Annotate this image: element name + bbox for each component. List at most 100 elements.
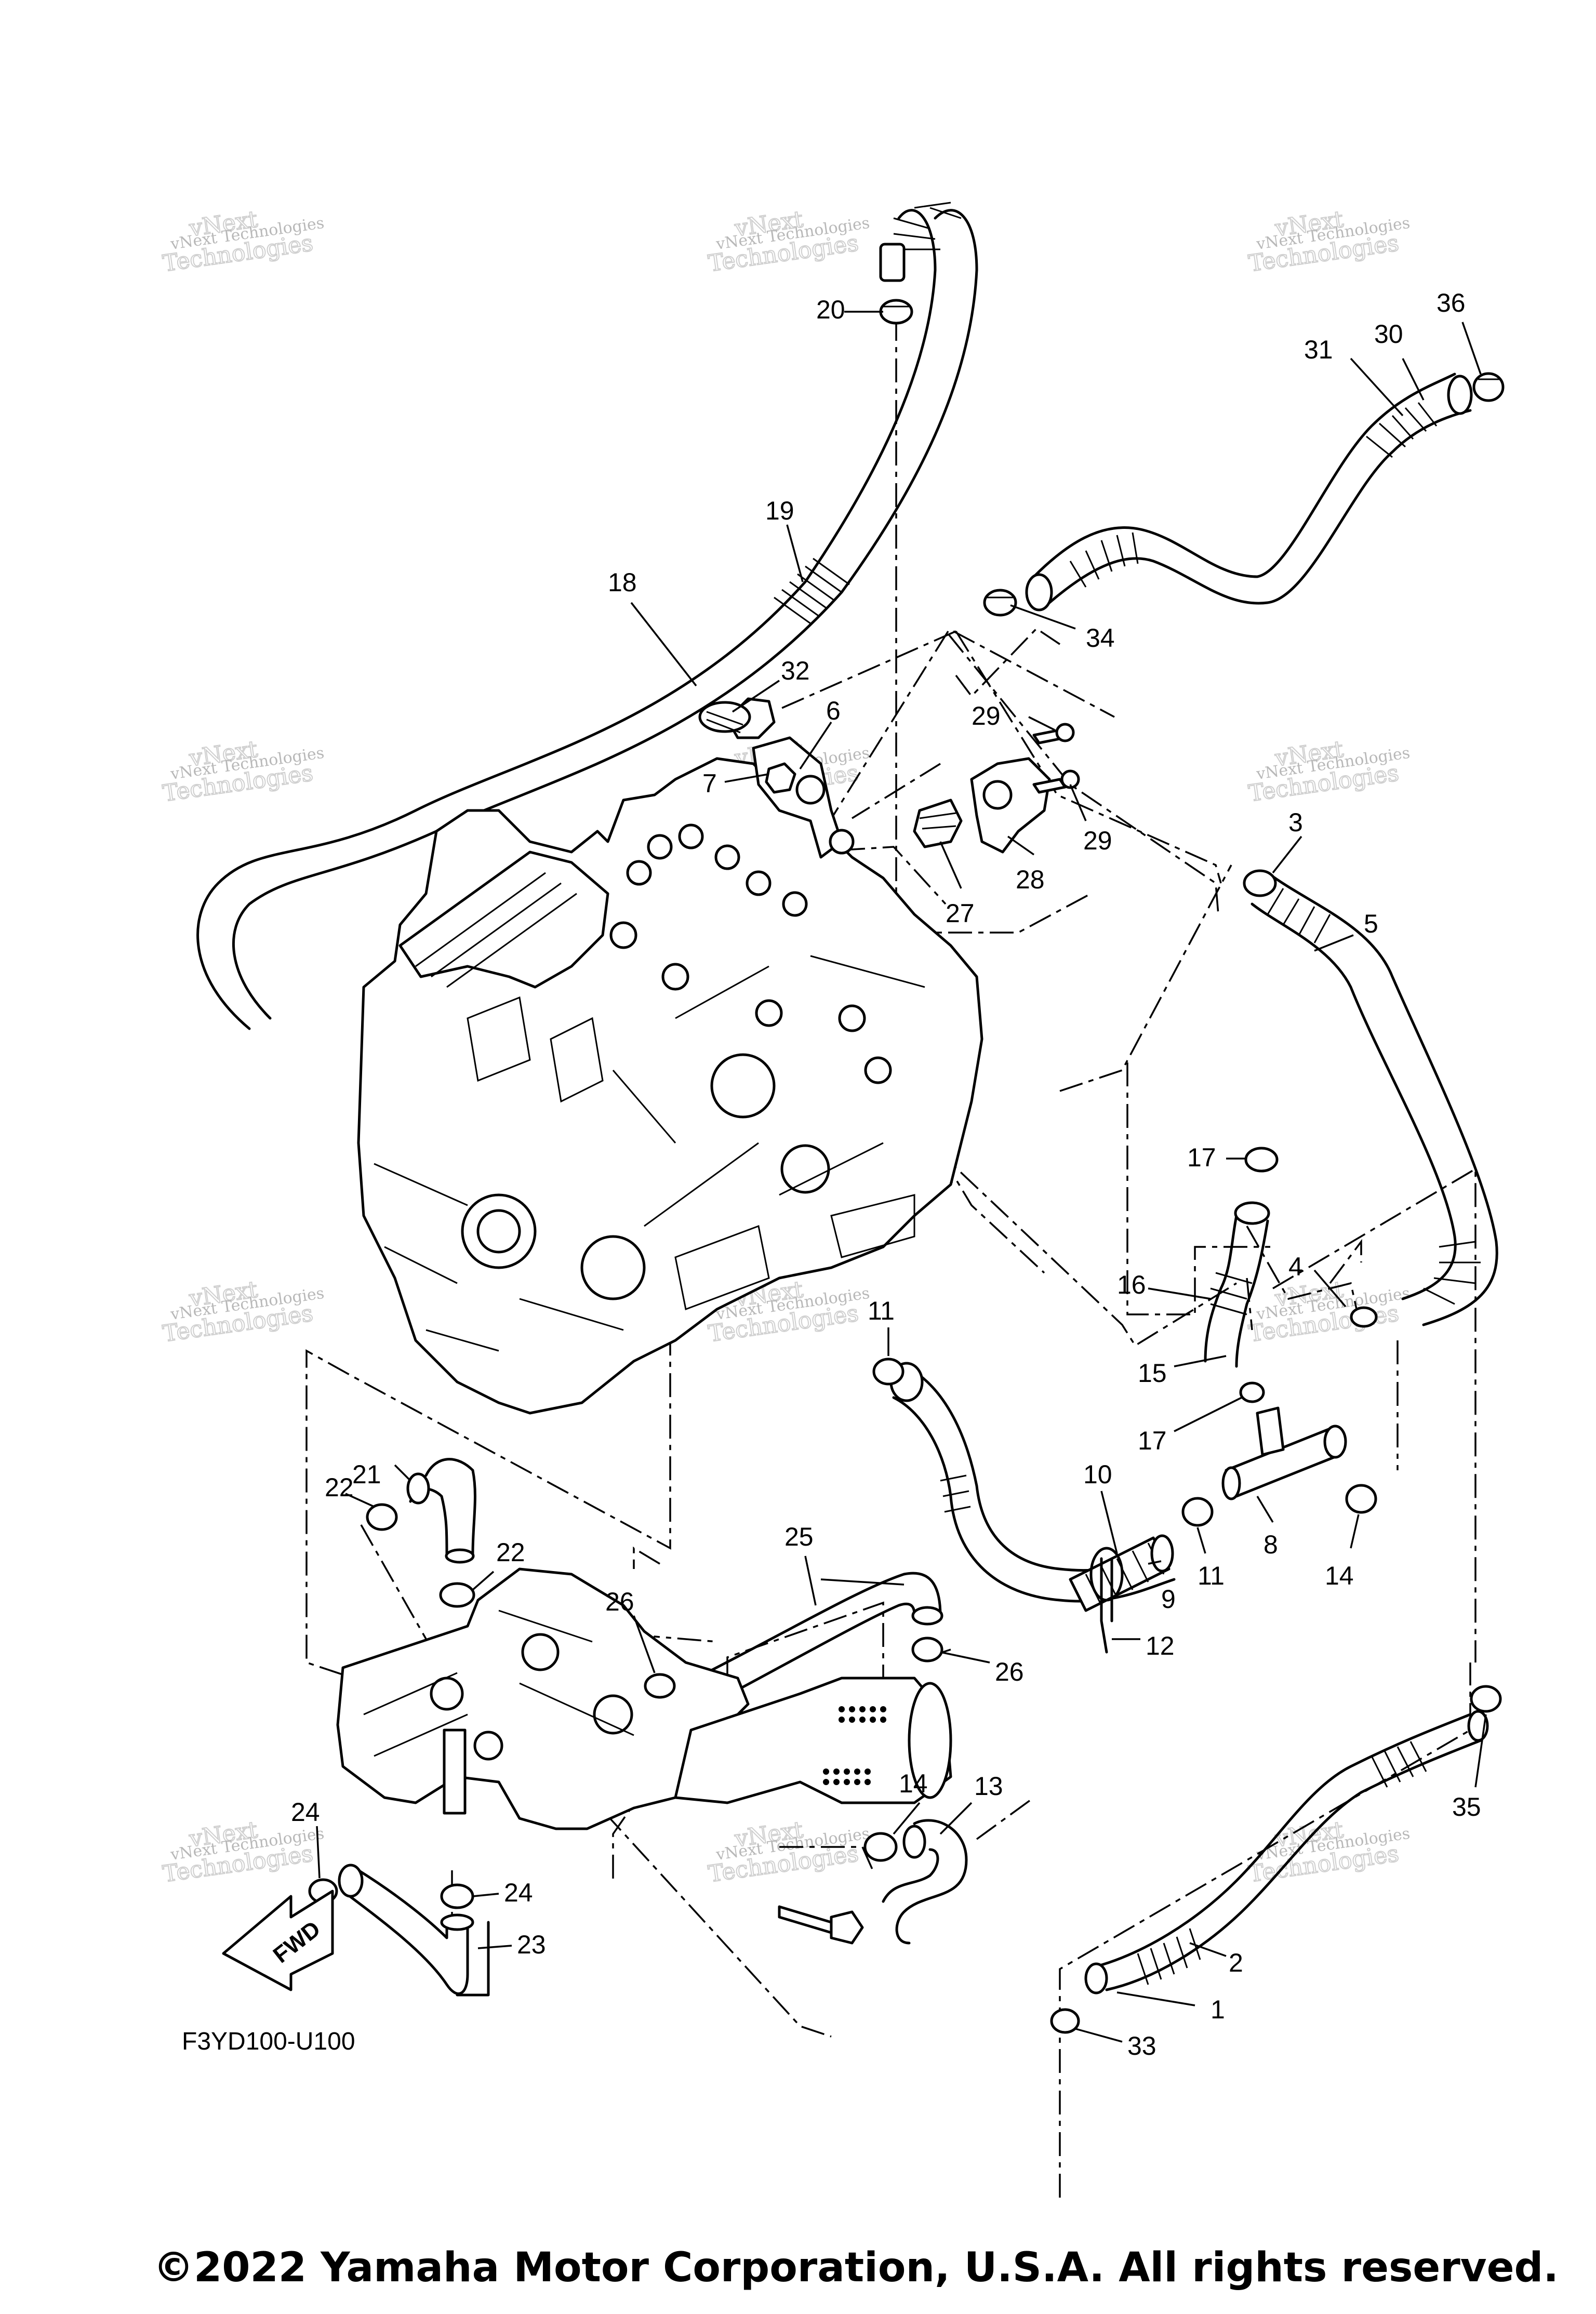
callout-12: 12 bbox=[1146, 1631, 1175, 1660]
callout-36: 36 bbox=[1437, 288, 1466, 317]
callout-14-left: 14 bbox=[899, 1769, 928, 1798]
clamp-17b bbox=[1239, 1381, 1265, 1403]
assembly-line bbox=[1126, 1062, 1270, 1315]
hose-top-bend-bellows bbox=[893, 202, 962, 250]
hose-31-bellows bbox=[1069, 402, 1438, 588]
hose-18-outline bbox=[196, 209, 937, 1030]
hose-10-outline bbox=[913, 1370, 1165, 1572]
hose-end bbox=[338, 1864, 364, 1898]
callout-24-right: 24 bbox=[504, 1878, 533, 1907]
hose-end bbox=[445, 1548, 475, 1564]
assembly-line bbox=[852, 763, 941, 819]
assembly-line bbox=[976, 1797, 1035, 1840]
assembly-line bbox=[953, 630, 1115, 718]
callout-21: 21 bbox=[352, 1460, 381, 1489]
callout-9: 9 bbox=[1161, 1585, 1176, 1614]
callout-4: 4 bbox=[1288, 1252, 1303, 1281]
callout-16: 16 bbox=[1117, 1270, 1146, 1299]
hose-21-outline bbox=[424, 1458, 476, 1555]
hose-19-bellows bbox=[774, 557, 850, 624]
head-cover bbox=[398, 850, 609, 989]
assembly-line bbox=[1059, 1663, 1471, 2198]
hose-30-outline bbox=[1032, 373, 1456, 578]
hose-13-outline bbox=[882, 1848, 939, 1903]
callout-17-bottom: 17 bbox=[1138, 1426, 1167, 1455]
callout-3: 3 bbox=[1288, 808, 1303, 837]
assembly-line bbox=[576, 1781, 832, 2038]
hose-16-outline bbox=[1235, 1219, 1269, 1368]
callout-11-bottom: 11 bbox=[1198, 1561, 1225, 1590]
pipe-stub bbox=[879, 243, 906, 282]
clamp-14a bbox=[1345, 1484, 1377, 1514]
callout-26-right: 26 bbox=[995, 1657, 1024, 1686]
callout-14-right: 14 bbox=[1325, 1561, 1354, 1590]
clamp-22a bbox=[366, 1503, 398, 1531]
hose-end bbox=[902, 1825, 926, 1859]
assembly-line bbox=[779, 1846, 874, 1871]
hose-13-outline bbox=[895, 1819, 968, 1945]
assembly-line bbox=[1059, 865, 1232, 1092]
assembly-line bbox=[808, 631, 949, 905]
clamp-14b bbox=[863, 1832, 898, 1862]
assembly-line bbox=[360, 1524, 458, 1694]
assembly-line bbox=[1329, 1239, 1362, 1284]
hose-25-outline bbox=[700, 1603, 916, 1711]
engine-block bbox=[357, 757, 983, 1415]
assembly-line bbox=[305, 1039, 780, 1679]
clamp-11a bbox=[872, 1358, 905, 1386]
callout-31: 31 bbox=[1304, 335, 1333, 364]
clamp-35 bbox=[1470, 1685, 1502, 1713]
callout-20: 20 bbox=[816, 295, 845, 324]
tee-fitting-8 bbox=[1221, 1406, 1347, 1500]
clamp-33 bbox=[1050, 2008, 1080, 2034]
callout-labels: 20 19 18 32 6 7 29 29 28 27 31 30 36 34 … bbox=[291, 288, 1481, 2060]
thermostat-assembly bbox=[698, 697, 1080, 859]
callout-17-top: 17 bbox=[1187, 1143, 1216, 1172]
assembly-line bbox=[955, 631, 1222, 884]
clamps bbox=[308, 299, 1505, 2034]
clamp-17a bbox=[1244, 1147, 1279, 1173]
callout-35: 35 bbox=[1452, 1792, 1481, 1821]
assembly-line bbox=[955, 627, 1060, 698]
clamp-26b bbox=[911, 1637, 943, 1663]
callout-11-top: 11 bbox=[868, 1296, 895, 1325]
hose-10-outline bbox=[892, 1396, 1176, 1603]
clamp-22b bbox=[439, 1582, 475, 1608]
fwd-arrow-icon: FWD bbox=[222, 1890, 334, 1991]
nut-7 bbox=[765, 762, 796, 794]
hose-18-outline bbox=[232, 209, 978, 1020]
watermarks: vNext vNext Technologies Technologies vN… bbox=[161, 206, 1411, 1889]
callout-6: 6 bbox=[826, 696, 841, 725]
callout-22-right: 22 bbox=[496, 1538, 525, 1567]
hose-end bbox=[440, 1913, 474, 1931]
hose-end bbox=[1234, 1201, 1270, 1225]
callout-32: 32 bbox=[781, 656, 810, 685]
cable-tie-12 bbox=[1089, 1547, 1124, 1654]
callout-26-left: 26 bbox=[605, 1587, 634, 1616]
hose-5-outline bbox=[1251, 902, 1457, 1300]
clamp-4 bbox=[1350, 1306, 1378, 1328]
callout-15: 15 bbox=[1138, 1359, 1167, 1388]
clamp-26a bbox=[644, 1673, 676, 1699]
callout-1: 1 bbox=[1211, 1995, 1225, 2024]
callout-34: 34 bbox=[1086, 623, 1115, 653]
assembly-line bbox=[779, 630, 956, 710]
callout-2: 2 bbox=[1229, 1948, 1243, 1977]
callout-28: 28 bbox=[1016, 865, 1045, 894]
hose-end bbox=[1025, 573, 1053, 611]
assembly-line bbox=[932, 1178, 1045, 1274]
assembly-line bbox=[947, 633, 1219, 915]
callout-5: 5 bbox=[1364, 909, 1378, 938]
hose-23-outline bbox=[456, 1921, 490, 1997]
callout-18: 18 bbox=[608, 568, 637, 597]
clamp-11b bbox=[1181, 1497, 1214, 1527]
hoses bbox=[196, 202, 1498, 1997]
leader-lines bbox=[316, 311, 1487, 2043]
assembly-line bbox=[1246, 1278, 1253, 1331]
callout-8: 8 bbox=[1264, 1530, 1278, 1559]
clamp-20 bbox=[879, 299, 913, 325]
callout-33: 33 bbox=[1127, 2031, 1156, 2060]
hose-23-outline bbox=[357, 1869, 448, 1939]
hose-2-bellows bbox=[1137, 1741, 1427, 1985]
